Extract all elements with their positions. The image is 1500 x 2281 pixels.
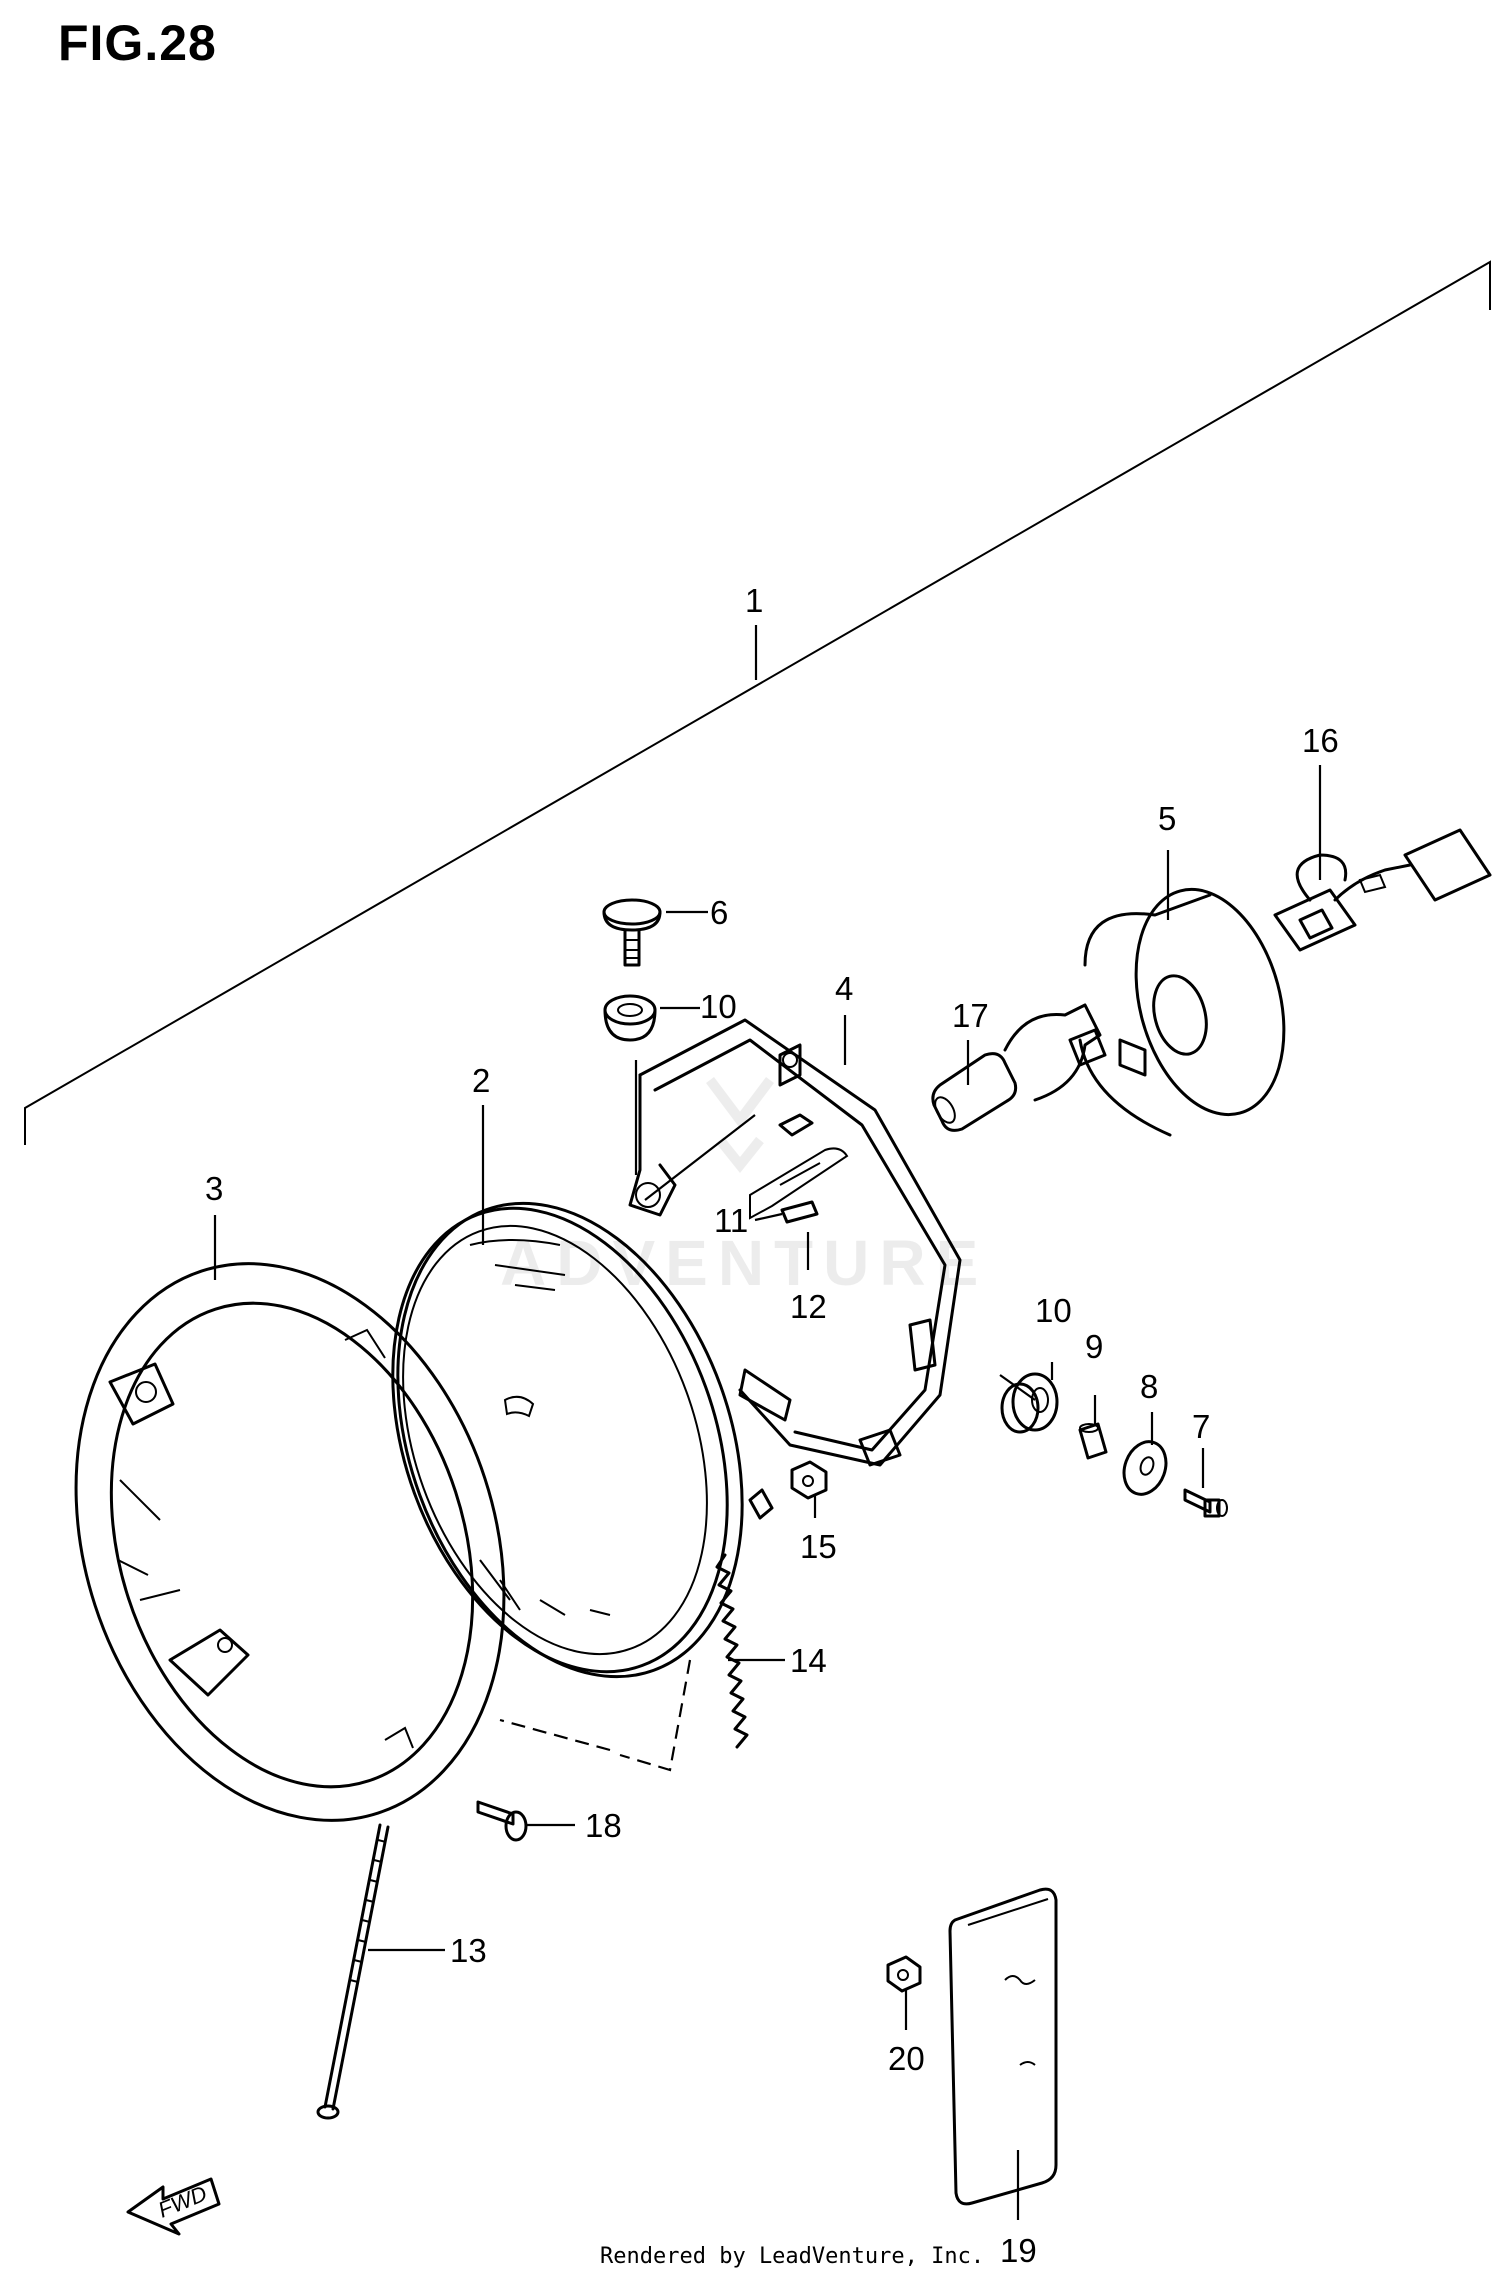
spring-14 [715,1553,749,1749]
long-screw-13 [316,1823,390,2120]
callout-6: 6 [710,894,728,931]
callout-12: 12 [790,1288,827,1325]
callout-3: 3 [205,1170,223,1207]
assembly-lines [499,1060,1036,1772]
callout-11: 11 [714,1202,748,1239]
headlight-rim [74,1262,506,1822]
leader-lines [213,765,1322,2220]
forward-arrow-icon [126,2177,221,2236]
callout-10-upper: 10 [700,988,737,1025]
callout-16: 16 [1302,722,1339,759]
label-plate-19 [948,1887,1058,2206]
callout-15: 15 [800,1528,837,1565]
figure-title: FIG.28 [58,15,217,71]
fwd-direction-badge: FWD [126,2177,221,2236]
screw-6 [602,898,662,967]
callout-8: 8 [1140,1368,1158,1405]
callout-19: 19 [1000,2232,1037,2269]
callout-13: 13 [450,1932,487,1969]
collar-9 [1078,1422,1108,1460]
callout-17: 17 [952,997,989,1034]
callout-2: 2 [472,1062,490,1099]
callout-18: 18 [585,1807,622,1844]
callout-9: 9 [1085,1328,1103,1365]
callout-20: 20 [888,2040,925,2077]
nut-20 [886,1955,922,1993]
washer-8 [1122,1440,1168,1496]
headlight-lens-unit [391,1201,774,1679]
grommet-10-upper [603,994,657,1042]
screw-18 [476,1800,528,1842]
clip-11 [780,1200,819,1224]
footer-credit: Rendered by LeadVenture, Inc. [600,2244,985,2269]
callout-7: 7 [1192,1408,1210,1445]
watermark-text: ADVENTURE [500,1227,988,1299]
wire-connector [1273,828,1492,952]
callout-4: 4 [835,970,853,1007]
bolt-7 [1183,1488,1228,1518]
socket-cover [1078,887,1286,1137]
watermark: ADVENTURE [500,1077,988,1299]
grommet-10-lower [1000,1372,1059,1434]
callout-14: 14 [790,1642,827,1679]
callout-5: 5 [1158,800,1176,837]
headlight-bulb [931,1003,1107,1132]
headlight-housing-bracket [628,1018,962,1467]
callout-1: 1 [745,582,763,619]
assembly-bracket [24,260,1491,1145]
callout-labels: 1 2 3 4 5 6 7 8 9 10 10 11 12 13 14 15 1… [205,582,1339,2269]
nut-15 [790,1460,828,1500]
callout-10-lower: 10 [1035,1292,1072,1329]
